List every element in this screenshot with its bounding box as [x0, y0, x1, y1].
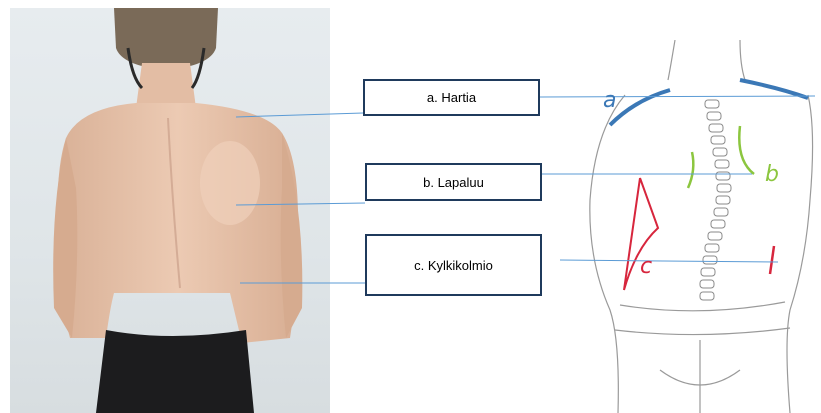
connector-b-left [236, 203, 365, 205]
connector-c-right [560, 260, 778, 262]
label-box-shoulder: a. Hartia [363, 79, 540, 116]
label-shoulder: a. Hartia [427, 90, 476, 105]
connector-a-right [540, 96, 815, 97]
label-waist-triangle: c. Kylkikolmio [414, 258, 493, 273]
label-box-waist-triangle: c. Kylkikolmio [365, 234, 542, 296]
label-box-scapula: b. Lapaluu [365, 163, 542, 201]
sketch-letter-c: c [640, 256, 652, 278]
sketch-letter-a: a [603, 90, 616, 112]
connector-a-left [236, 113, 363, 117]
sketch-letter-b: b [765, 164, 779, 186]
label-scapula: b. Lapaluu [423, 175, 484, 190]
